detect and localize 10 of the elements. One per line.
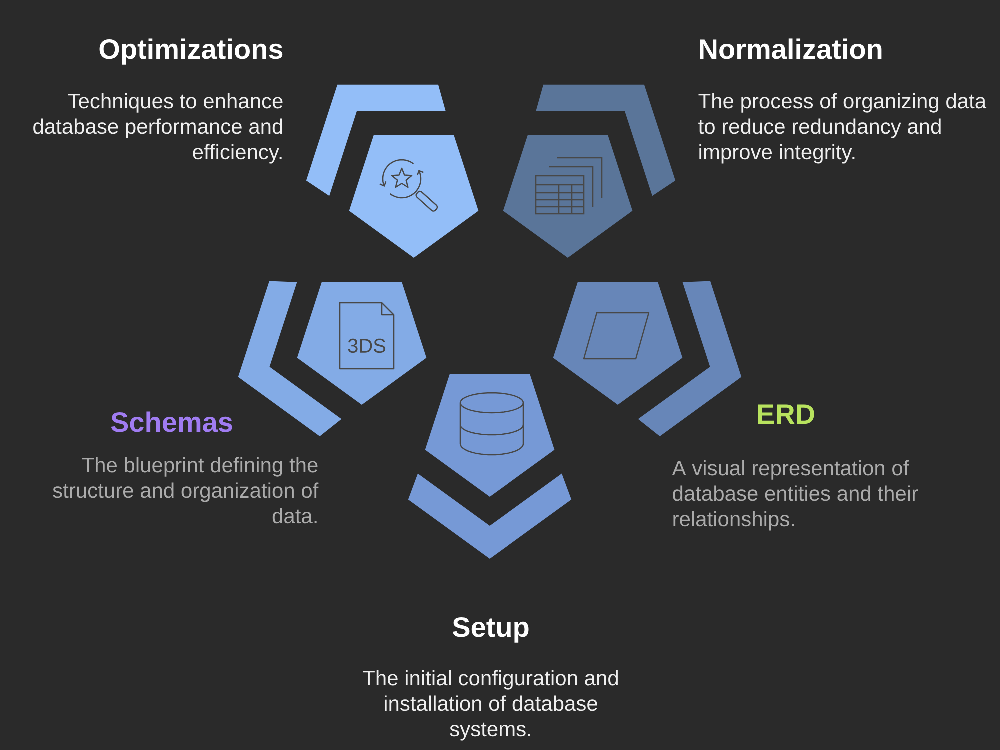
step-description: A visual representation of database entities and their relationships. bbox=[672, 460, 918, 531]
step-title: Optimizations bbox=[100, 38, 283, 65]
step-title: Schemas bbox=[111, 412, 232, 432]
step-description: The process of organizing data to reduce redundancy and improve integrity. bbox=[698, 93, 987, 164]
step-description: The blueprint defining the structure and organization of data. bbox=[53, 457, 319, 524]
step-description: The initial configuration and installation of database systems. bbox=[363, 670, 618, 741]
step-description: Techniques to enhance database performance and efficiency. bbox=[34, 93, 283, 164]
step-title: Setup bbox=[452, 617, 529, 643]
step-title: Normalization bbox=[700, 38, 882, 60]
step-title: ERD bbox=[758, 404, 814, 424]
